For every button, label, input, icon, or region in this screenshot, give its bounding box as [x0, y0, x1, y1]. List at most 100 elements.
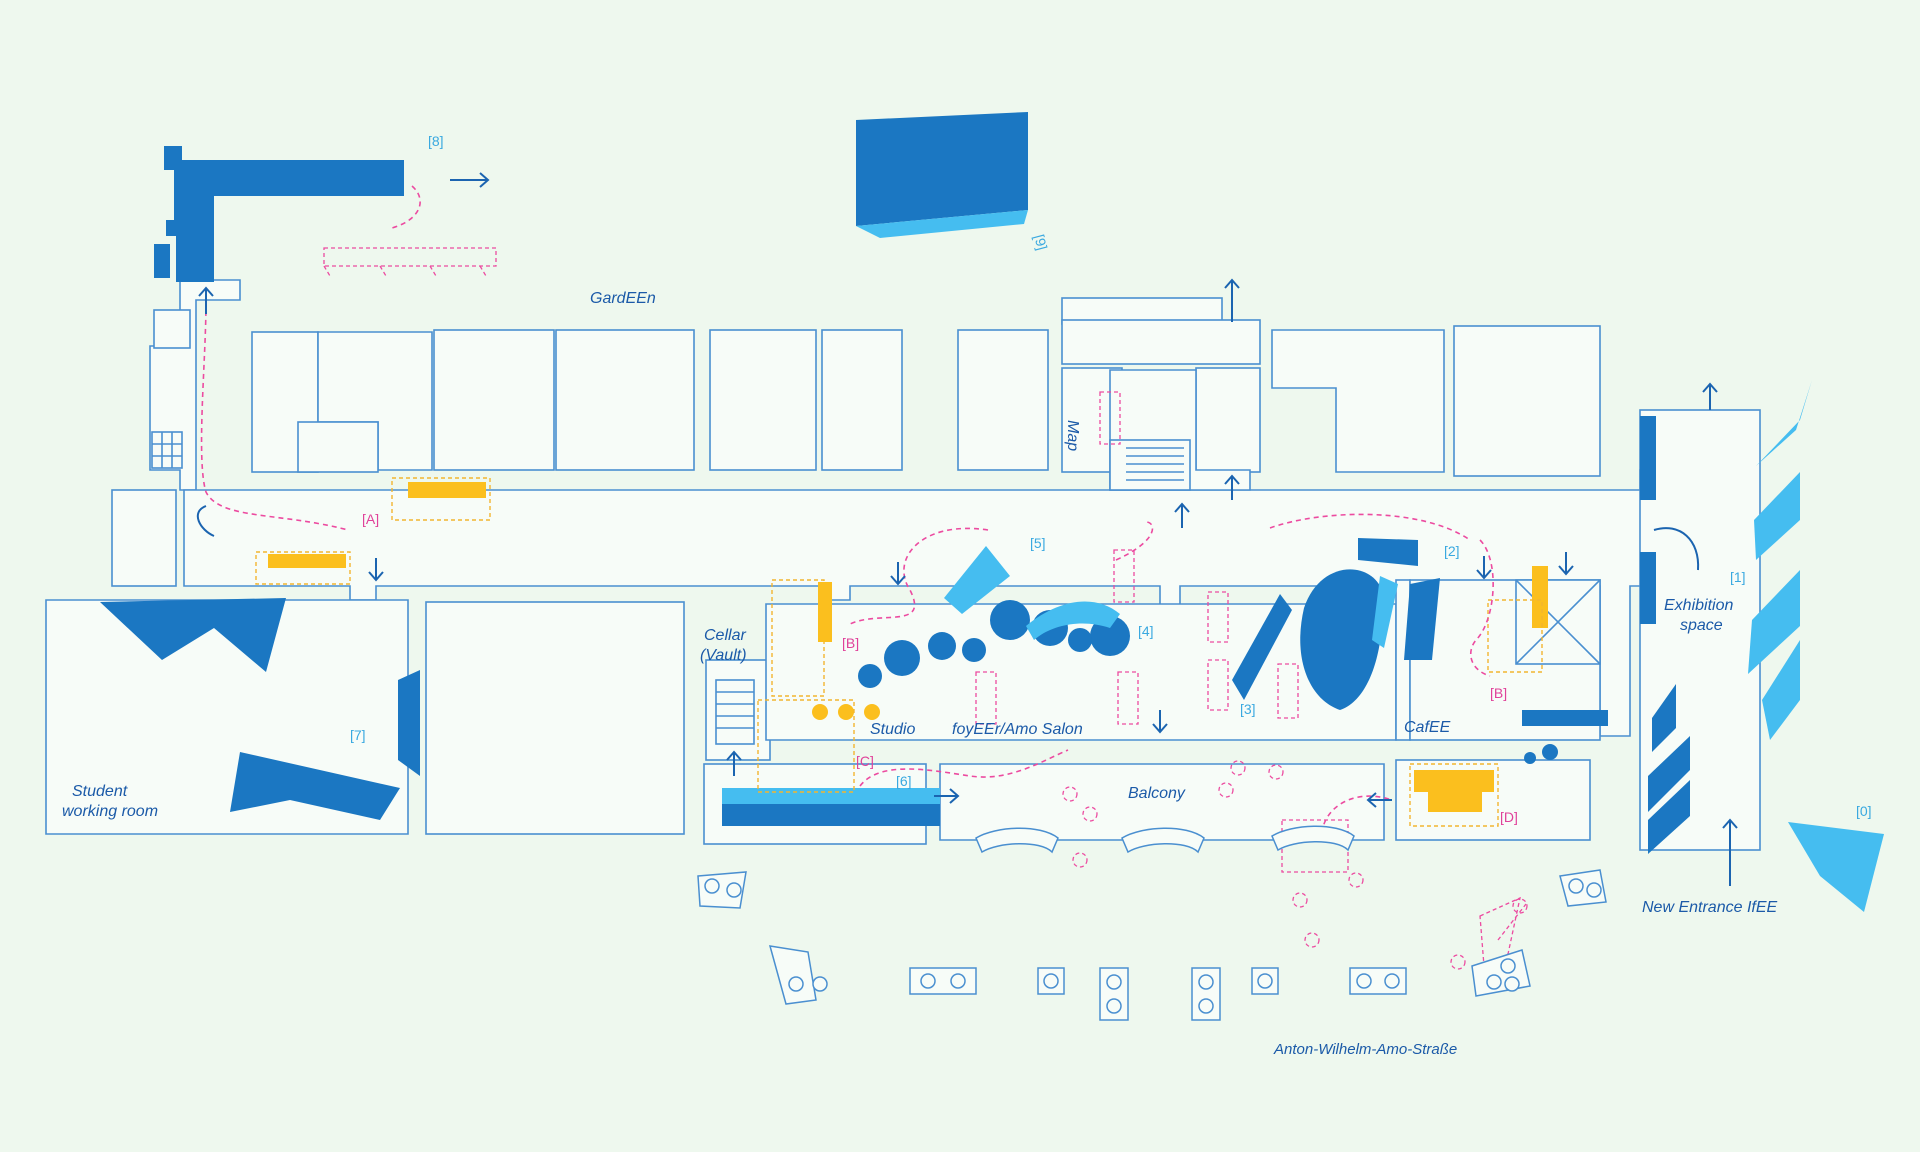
- gold-shelf-b2: [1532, 566, 1548, 628]
- entrance-0-panel: [1788, 822, 1884, 912]
- label-entrance: New Entrance IfEE: [1642, 899, 1778, 916]
- room-north-11: [1453, 325, 1601, 477]
- arrow-8-right: [450, 172, 490, 188]
- label-foyer: foyEEr/Amo Salon: [952, 721, 1083, 738]
- west-wing: [149, 279, 241, 491]
- arrow-cellar-up: [726, 750, 742, 776]
- north-rooms: [111, 297, 1601, 587]
- west-stair: [151, 431, 183, 469]
- gold-shelf-b1: [818, 582, 832, 642]
- number-1: [1]: [1730, 569, 1746, 585]
- cafe-panel: [1404, 578, 1440, 660]
- number-4: [4]: [1138, 623, 1154, 639]
- label-balcony: Balcony: [1128, 785, 1186, 802]
- arrow-stair-up-2: [1224, 474, 1240, 500]
- label-exhibition-1: Exhibition: [1664, 597, 1733, 614]
- label-map: Map: [1064, 420, 1081, 451]
- route-b2: [1469, 539, 1494, 677]
- foyer-dome: [1300, 569, 1383, 710]
- pavilion-9: [856, 112, 1028, 226]
- label-street: Anton-Wilhelm-Amo-Straße: [1273, 1041, 1457, 1058]
- pink-outlines: [323, 247, 1528, 970]
- route-4: [1115, 521, 1154, 561]
- arrow-studio-down: [890, 562, 906, 586]
- label-exhibition-2: space: [1680, 617, 1723, 634]
- arrow-exhibition-up: [1702, 382, 1718, 410]
- arrow-garden-up: [198, 286, 214, 314]
- arrow-entrance-up: [1722, 818, 1738, 886]
- room-north-2b: [297, 421, 379, 473]
- arrow-west-curve: [196, 505, 215, 537]
- room-west-small: [111, 489, 177, 587]
- label-studio: Studio: [870, 721, 915, 738]
- arrow-exhibition-curve: [1653, 527, 1700, 571]
- room-north-6: [821, 329, 903, 471]
- room-large-hall: [425, 601, 685, 835]
- number-0: [0]: [1856, 803, 1872, 819]
- central-hall: [1109, 369, 1251, 491]
- arrow-west-down: [368, 558, 384, 582]
- marker-d: [D]: [1500, 809, 1518, 825]
- label-garden: GardEEn: [590, 290, 656, 307]
- garden-small-block: [154, 244, 170, 278]
- marker-c: [C]: [856, 753, 874, 769]
- student-block-2: [230, 752, 400, 820]
- arrow-balcony-left: [1366, 792, 1392, 808]
- label-student-2: working room: [62, 803, 158, 820]
- west-stair-top: [153, 309, 191, 349]
- gold-desk-d: [1414, 770, 1494, 792]
- route-b1: [849, 527, 989, 625]
- marker-labels: [A] [B] [B] [C] [D]: [362, 511, 1518, 825]
- number-3: [3]: [1240, 701, 1256, 717]
- number-labels: [0] [1] [2] [3] [4] [5] [6] [7] [8] [9]: [350, 133, 1872, 819]
- room-north-5: [709, 329, 817, 471]
- arrow-2-down: [1476, 556, 1492, 580]
- south-strip-bar: [722, 804, 940, 826]
- room-north-3: [433, 329, 555, 471]
- garden-l-structure: [164, 146, 404, 282]
- street-objects: [697, 825, 1607, 1021]
- exhibition-panel-2: [1748, 570, 1800, 674]
- gold-furniture: [255, 477, 1548, 827]
- room-north-9: [1195, 367, 1261, 473]
- cafe-bar: [1522, 710, 1608, 726]
- marker-b2: [B]: [1490, 685, 1507, 701]
- label-cafe: CafEE: [1404, 719, 1451, 736]
- number-6: [6]: [896, 773, 912, 789]
- arrow-balcony-right: [934, 788, 960, 804]
- marker-a: [A]: [362, 511, 379, 527]
- gold-bench-west: [268, 554, 346, 568]
- arrow-cafe-down: [1558, 552, 1574, 576]
- navigation-arrows: [196, 172, 1738, 886]
- dark-blue-structures: [100, 112, 1690, 854]
- exhibition-panel-3: [1762, 640, 1800, 740]
- student-block-1: [100, 598, 286, 672]
- cellar-stairs: [715, 679, 755, 745]
- exhibition-panel-1: [1754, 472, 1800, 560]
- route-2: [1269, 513, 1471, 541]
- number-9: [9]: [1031, 233, 1050, 252]
- number-5: [5]: [1030, 535, 1046, 551]
- label-student-1: Student: [72, 783, 128, 800]
- student-block-3: [398, 670, 420, 776]
- number-2: [2]: [1444, 543, 1460, 559]
- arrow-foyer-down: [1152, 710, 1168, 734]
- gold-bench-north: [408, 482, 486, 498]
- number-7: [7]: [350, 727, 366, 743]
- room-north-7: [957, 329, 1049, 471]
- room-north-10: [1271, 329, 1445, 473]
- number-8: [8]: [428, 133, 444, 149]
- foyer-wall-3: [1232, 594, 1292, 700]
- marker-b1: [B]: [842, 635, 859, 651]
- room-labels: GardEEn Map Cellar (Vault) Studio foyEEr…: [62, 290, 1778, 1058]
- light-blue-structures: [722, 380, 1884, 912]
- route-a: [200, 301, 349, 531]
- exhibition-wall-2: [1640, 552, 1656, 624]
- route-6: [859, 749, 1069, 787]
- room-north-4: [555, 329, 695, 471]
- arrow-central-up: [1224, 278, 1240, 322]
- exhibition-wall-1: [1640, 416, 1656, 500]
- arrow-stair-up-1: [1174, 502, 1190, 528]
